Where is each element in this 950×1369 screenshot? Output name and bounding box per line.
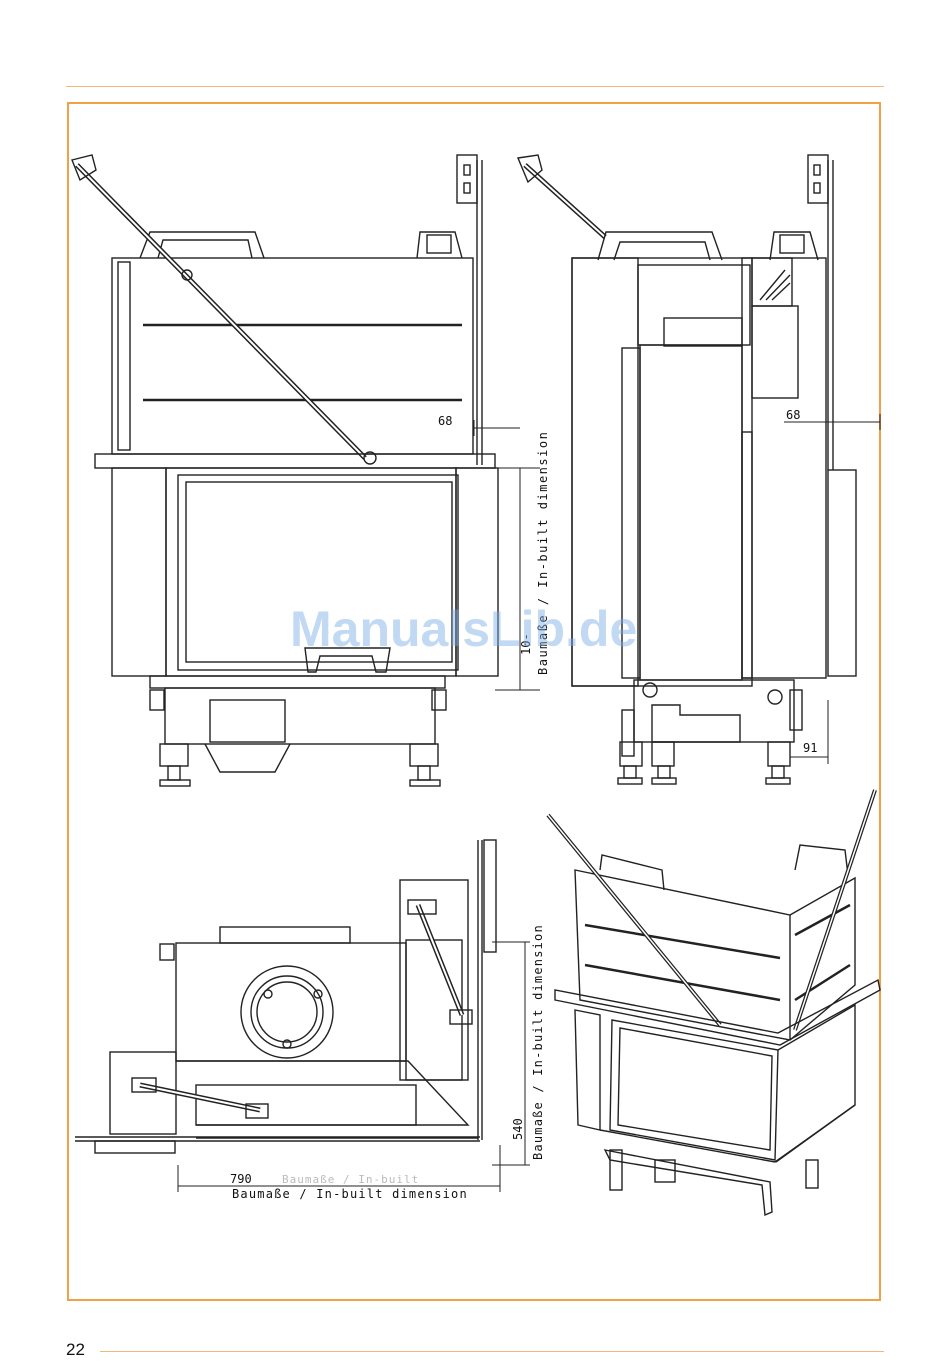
top-dim-depth-label: Baumaße / In-built dimension bbox=[531, 924, 545, 1160]
top-dim-width-label: Baumaße / In-built dimension bbox=[232, 1187, 468, 1201]
side-view bbox=[518, 155, 880, 784]
side-dim-top: 68 bbox=[786, 408, 800, 422]
side-dim-bottom: 91 bbox=[803, 741, 817, 755]
top-dim-width-label-faded: Baumaße / In-built bbox=[282, 1173, 419, 1186]
top-dim-width: 790 bbox=[230, 1172, 252, 1186]
watermark: ManualsLib.de bbox=[290, 600, 637, 658]
isometric-view bbox=[548, 790, 880, 1215]
front-view bbox=[72, 155, 540, 786]
dimension-labels: 68 10- Baumaße / In-built dimension 68 9… bbox=[230, 408, 817, 1201]
top-dim-depth: 540 bbox=[511, 1118, 525, 1140]
page-number: 22 bbox=[66, 1340, 85, 1360]
bottom-rule bbox=[100, 1351, 884, 1352]
front-dim-top: 68 bbox=[438, 414, 452, 428]
top-view bbox=[75, 840, 530, 1192]
